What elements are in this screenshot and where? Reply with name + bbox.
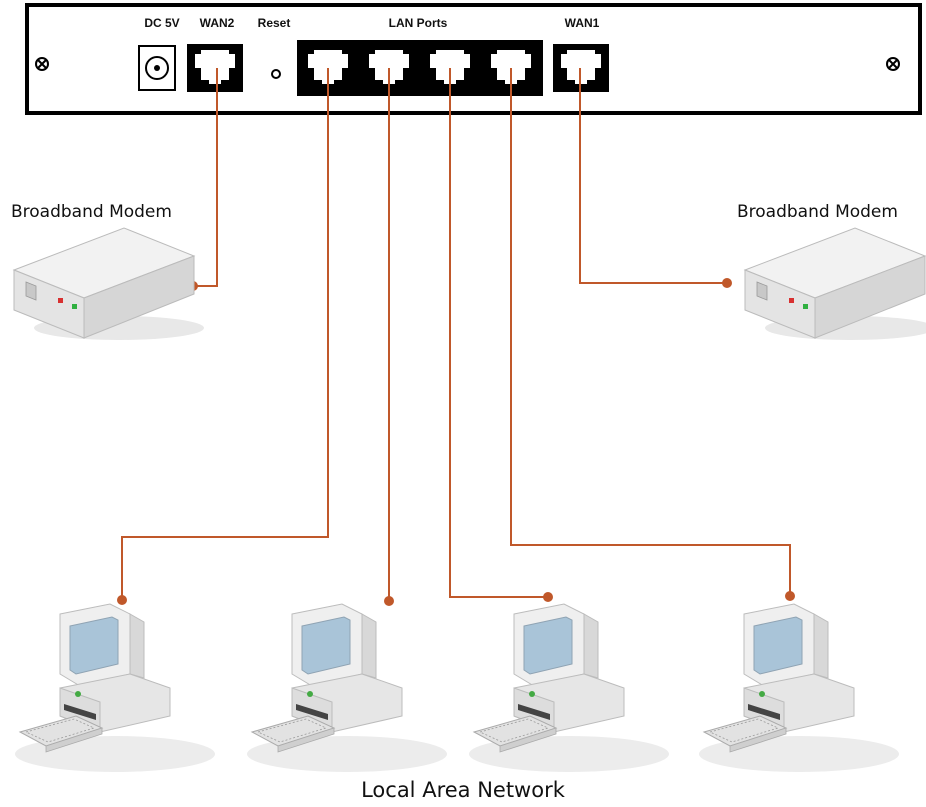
reset-label: Reset (258, 16, 291, 30)
dc-power-label: DC 5V (144, 16, 179, 30)
cable-lan-1 (121, 68, 329, 600)
cable-lan-3 (449, 68, 548, 598)
lan-ports-label: LAN Ports (389, 16, 448, 30)
left-modem-icon (13, 227, 205, 341)
left-modem-label: Broadband Modem (11, 202, 172, 222)
router-panel: DC 5V WAN2 Reset LAN Ports WAN1 (25, 3, 922, 115)
right-modem-icon (744, 227, 926, 341)
wan1-label: WAN1 (565, 16, 600, 30)
cable-wan2 (193, 68, 218, 287)
desktop-computer-icon (698, 603, 900, 773)
cables (121, 68, 791, 601)
cable-wan1 (579, 68, 727, 284)
desktop-computer-icon (468, 603, 670, 773)
wan2-label: WAN2 (200, 16, 235, 30)
dc-jack-icon (138, 45, 176, 91)
wan2-port-icon (187, 44, 243, 92)
cable-endpoints (117, 278, 795, 606)
screw-icon (886, 57, 900, 71)
right-modem-label: Broadband Modem (737, 202, 898, 222)
reset-hole-icon (271, 69, 281, 79)
screw-icon (35, 57, 49, 71)
lan-caption: Local Area Network (361, 778, 566, 802)
cable-lan-4 (510, 68, 791, 596)
desktop-computer-icon (246, 603, 448, 773)
desktop-computer-icon (14, 603, 216, 773)
